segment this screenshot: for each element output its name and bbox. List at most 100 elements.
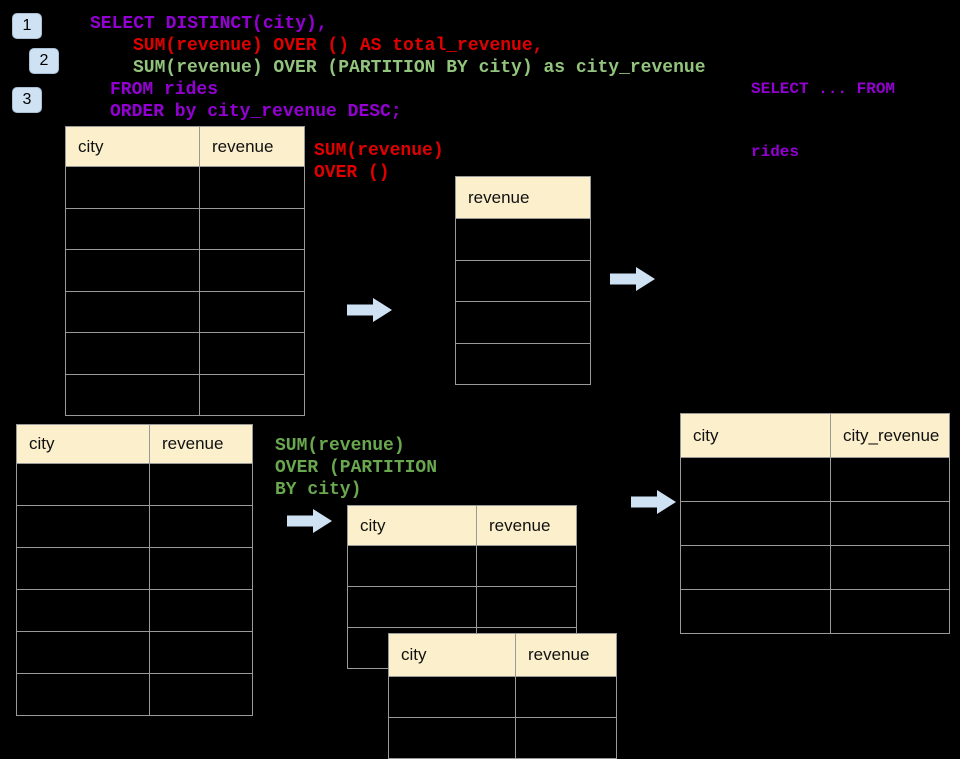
- table-row: [347, 586, 577, 628]
- sql-line-total-revenue: SUM(revenue) OVER () AS total_revenue,: [133, 36, 544, 56]
- table-cell-empty: [199, 373, 305, 416]
- table-total-revenue-result: revenue: [455, 176, 591, 385]
- table-cell-empty: [149, 589, 253, 632]
- arrow-right-icon: [347, 298, 392, 322]
- table-row: [65, 373, 305, 416]
- table-cell-empty: [65, 332, 200, 375]
- table-cell-empty: [16, 673, 150, 716]
- column-header-city: city: [680, 413, 831, 458]
- table-row: [680, 457, 950, 502]
- sql-snippet-from-rides: SELECT ... FROM rides: [751, 37, 895, 184]
- annotation-sum-over-total: SUM(revenue) OVER (): [314, 140, 444, 184]
- table-cell-empty: [16, 631, 150, 674]
- table-cell-empty: [830, 589, 950, 634]
- table-cell-empty: [199, 290, 305, 333]
- table-row: [388, 717, 617, 759]
- table-cell-empty: [16, 463, 150, 506]
- table-row: [16, 673, 253, 716]
- column-header-revenue: revenue: [515, 633, 617, 677]
- table-row: [65, 207, 305, 250]
- table-cell-empty: [16, 589, 150, 632]
- table-cell-empty: [65, 249, 200, 292]
- table-row: [455, 342, 591, 385]
- table-cell-empty: [347, 545, 477, 587]
- side-note-line-2: rides: [751, 143, 800, 161]
- table-row: [65, 332, 305, 375]
- column-header-revenue: revenue: [149, 424, 253, 464]
- table-cell-empty: [388, 676, 516, 718]
- table-row: [388, 676, 617, 718]
- table-cell-empty: [149, 463, 253, 506]
- column-header-revenue: revenue: [455, 176, 591, 219]
- flow-arrow-4: [631, 489, 677, 515]
- table-cell-empty: [455, 259, 591, 302]
- column-header-city_revenue: city_revenue: [830, 413, 950, 458]
- table-cell-empty: [680, 501, 831, 546]
- column-header-city: city: [65, 126, 200, 167]
- annotation-partition-line-3: BY city): [275, 480, 362, 500]
- table-cell-empty: [199, 166, 305, 209]
- table-cell-empty: [515, 676, 617, 718]
- table-cell-empty: [65, 166, 200, 209]
- table-row: [16, 547, 253, 590]
- table-row: [16, 631, 253, 674]
- table-row: [65, 290, 305, 333]
- table-cell-empty: [680, 457, 831, 502]
- table-row: [16, 505, 253, 548]
- table-cell-empty: [476, 586, 577, 628]
- column-header-city: city: [16, 424, 150, 464]
- flow-arrow-2: [610, 266, 656, 292]
- sql-line-select: SELECT DISTINCT(city),: [90, 14, 328, 34]
- table-cell-empty: [65, 207, 200, 250]
- table-cell-empty: [476, 545, 577, 587]
- table-row: [65, 166, 305, 209]
- table-cell-empty: [680, 589, 831, 634]
- header-row: revenue: [455, 176, 591, 219]
- table-row: [680, 501, 950, 546]
- table-cell-empty: [199, 207, 305, 250]
- table-row: [455, 259, 591, 302]
- table-cell-empty: [680, 545, 831, 590]
- table-row: [680, 589, 950, 634]
- annotation-sum-over-partition: SUM(revenue) OVER (PARTITION BY city): [275, 435, 437, 501]
- table-cell-empty: [149, 631, 253, 674]
- table-cell-empty: [65, 290, 200, 333]
- table-row: [16, 589, 253, 632]
- sql-line-order-by: ORDER by city_revenue DESC;: [110, 102, 402, 122]
- annotation-partition-line-1: SUM(revenue): [275, 436, 405, 456]
- step-badge-2: 2: [29, 48, 59, 74]
- column-header-revenue: revenue: [199, 126, 305, 167]
- table-cell-empty: [16, 505, 150, 548]
- column-header-city: city: [388, 633, 516, 677]
- table-cell-empty: [149, 505, 253, 548]
- sql-line-city-revenue: SUM(revenue) OVER (PARTITION BY city) as…: [133, 58, 706, 78]
- table-cell-empty: [199, 332, 305, 375]
- table-cell-empty: [830, 501, 950, 546]
- table-row: [65, 249, 305, 292]
- table-cell-empty: [199, 249, 305, 292]
- annotation-total-line-2: OVER (): [314, 163, 390, 183]
- step-badge-3: 3: [12, 87, 42, 113]
- table-cell-empty: [16, 547, 150, 590]
- step-badge-1: 1: [12, 13, 42, 39]
- table-cell-empty: [347, 586, 477, 628]
- column-header-city: city: [347, 505, 477, 546]
- annotation-total-line-1: SUM(revenue): [314, 141, 444, 161]
- column-header-revenue: revenue: [476, 505, 577, 546]
- flow-arrow-3: [287, 508, 333, 534]
- table-row: [455, 218, 591, 261]
- table-row: [680, 545, 950, 590]
- annotation-partition-line-2: OVER (PARTITION: [275, 458, 438, 478]
- arrow-right-icon: [631, 490, 676, 514]
- table-cell-empty: [455, 218, 591, 261]
- table-cell-empty: [455, 301, 591, 344]
- table-cell-empty: [149, 673, 253, 716]
